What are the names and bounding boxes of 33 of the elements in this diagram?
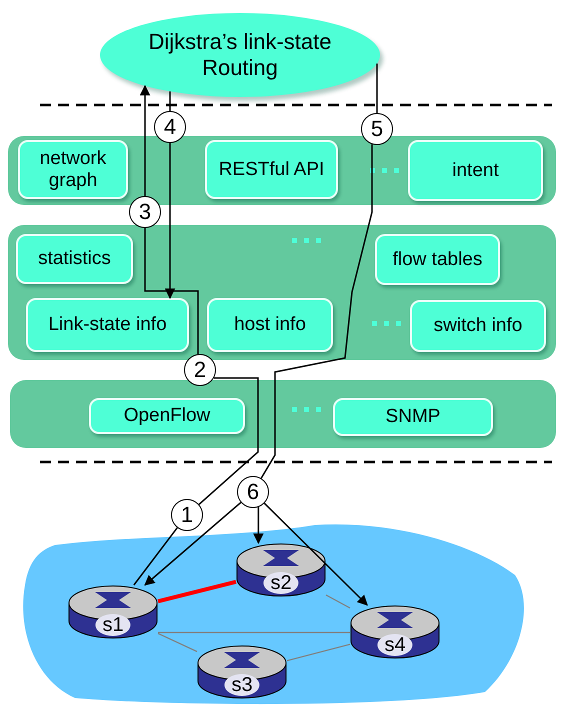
layer-band	[8, 225, 556, 360]
highlighted-link-line	[158, 580, 236, 604]
connector-line	[144, 228, 199, 354]
arrow	[144, 502, 242, 586]
module-card: intent	[408, 140, 543, 201]
arrow	[253, 507, 264, 544]
callout-number: 5	[361, 113, 393, 145]
module-card: RESTful API	[205, 140, 338, 199]
connector-line	[260, 144, 373, 479]
app-ellipse: Dijkstra’s link-state Routing	[100, 13, 380, 97]
connector-line	[286, 644, 350, 662]
connector-line	[158, 632, 350, 634]
connector-line	[133, 527, 178, 586]
module-card: switch info	[410, 300, 546, 352]
module-card: flow tables	[375, 234, 500, 285]
callout-number: 4	[154, 111, 186, 143]
connector-line	[198, 377, 259, 505]
connector-line	[158, 632, 198, 652]
arrow	[164, 143, 176, 300]
module-card: Link-state info	[26, 298, 189, 352]
connector-line	[376, 64, 378, 113]
module-card: statistics	[16, 234, 133, 284]
module-card: SNMP	[333, 398, 493, 436]
arrow	[140, 84, 150, 196]
module-card: host info	[207, 298, 333, 352]
connector-line	[326, 594, 350, 609]
callout-number: 1	[171, 499, 203, 531]
module-card: OpenFlow	[89, 398, 245, 434]
module-card: network graph	[18, 140, 128, 199]
callout-number: 6	[237, 476, 269, 508]
layer-band	[10, 380, 556, 448]
connector-line	[169, 91, 171, 111]
layer-band	[8, 136, 556, 205]
